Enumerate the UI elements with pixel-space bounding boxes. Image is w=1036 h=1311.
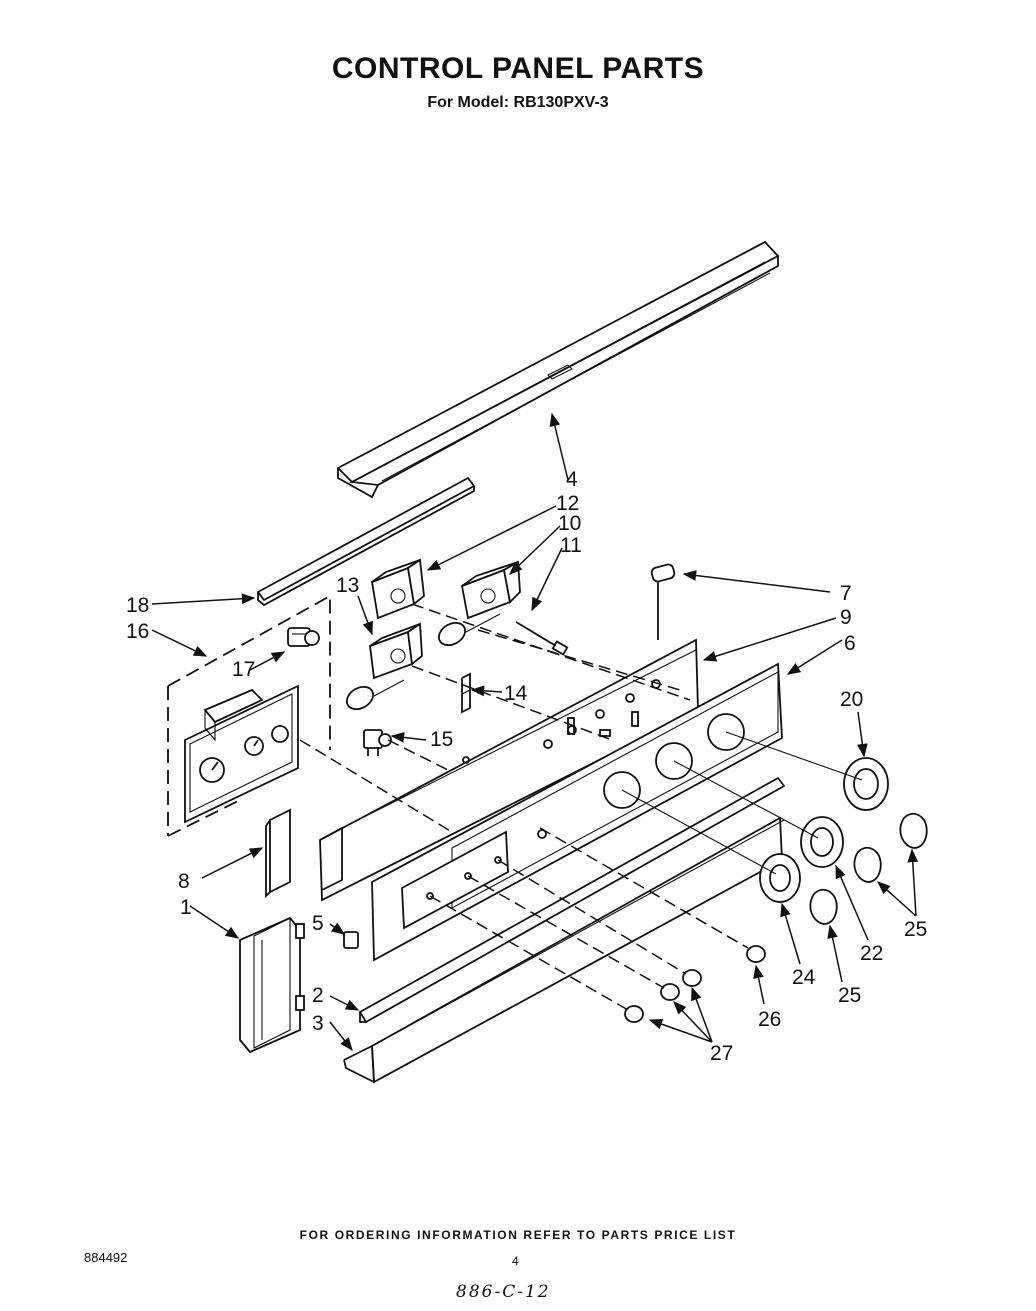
callout-12: 12 bbox=[556, 492, 579, 515]
part-13-switch bbox=[369, 622, 423, 680]
part-20-knob-ring bbox=[843, 757, 889, 811]
callout-2: 2 bbox=[312, 984, 324, 1007]
part-1-timer bbox=[239, 916, 305, 1054]
part-4-top-trim bbox=[336, 240, 780, 499]
part-8-clip-bracket bbox=[265, 808, 291, 899]
callout-13: 13 bbox=[336, 574, 359, 597]
callout-9: 9 bbox=[840, 606, 852, 629]
page-number: 4 bbox=[512, 1254, 519, 1268]
part-16-group-outline bbox=[167, 594, 331, 837]
part-7-clip bbox=[650, 563, 676, 640]
callout-14: 14 bbox=[504, 682, 528, 705]
callout-1: 1 bbox=[180, 896, 192, 919]
callout-22: 22 bbox=[860, 942, 883, 965]
callout-7: 7 bbox=[840, 582, 852, 605]
callout-26: 26 bbox=[758, 1008, 781, 1031]
callout-6: 6 bbox=[844, 632, 856, 655]
leader-lines bbox=[151, 412, 919, 1052]
document-number: 884492 bbox=[84, 1250, 128, 1265]
part-27-grommets bbox=[624, 969, 702, 1023]
ordering-note: FOR ORDERING INFORMATION REFER TO PARTS … bbox=[299, 1228, 737, 1242]
part-9-mounting-bracket bbox=[319, 638, 699, 902]
callout-25-right: 25 bbox=[904, 918, 927, 941]
part-17-connector bbox=[287, 627, 320, 647]
callout-3: 3 bbox=[312, 1012, 324, 1035]
callout-25-left: 25 bbox=[838, 984, 861, 1007]
part-14-bracket bbox=[461, 672, 471, 714]
callout-27: 27 bbox=[710, 1042, 733, 1065]
part-16-clock-timer bbox=[184, 684, 299, 824]
callout-5: 5 bbox=[312, 912, 324, 935]
callout-8: 8 bbox=[178, 870, 190, 893]
part-10-switch bbox=[460, 560, 521, 620]
part-24-knob-ring bbox=[759, 853, 801, 903]
callout-4: 4 bbox=[566, 468, 578, 491]
callout-16: 16 bbox=[126, 620, 149, 643]
part-26-grommet bbox=[746, 945, 766, 963]
callout-24: 24 bbox=[792, 966, 816, 989]
callout-20: 20 bbox=[840, 688, 863, 711]
callout-17: 17 bbox=[232, 658, 255, 681]
part-18-trim-strip bbox=[256, 476, 476, 607]
part-6-control-panel bbox=[371, 662, 783, 962]
part-11-lamp-wire bbox=[515, 621, 569, 656]
page-title: CONTROL PANEL PARTS bbox=[331, 52, 705, 85]
part-22-knob-ring bbox=[800, 816, 844, 868]
callout-11: 11 bbox=[560, 534, 582, 557]
part-5-clip bbox=[343, 931, 359, 949]
handwritten-code: 886-C-12 bbox=[456, 1282, 551, 1302]
callout-18: 18 bbox=[126, 594, 149, 617]
assembly-lines bbox=[299, 603, 863, 1011]
switch-bands bbox=[345, 613, 501, 711]
callout-15: 15 bbox=[430, 728, 453, 751]
model-subtitle: For Model: RB130PXV-3 bbox=[427, 94, 609, 111]
part-25-knobs bbox=[809, 812, 928, 925]
part-15-indicator-light bbox=[363, 729, 392, 756]
callout-10: 10 bbox=[558, 512, 581, 535]
part-12-switch bbox=[370, 558, 425, 620]
part-2-lower-trim bbox=[358, 776, 786, 1024]
